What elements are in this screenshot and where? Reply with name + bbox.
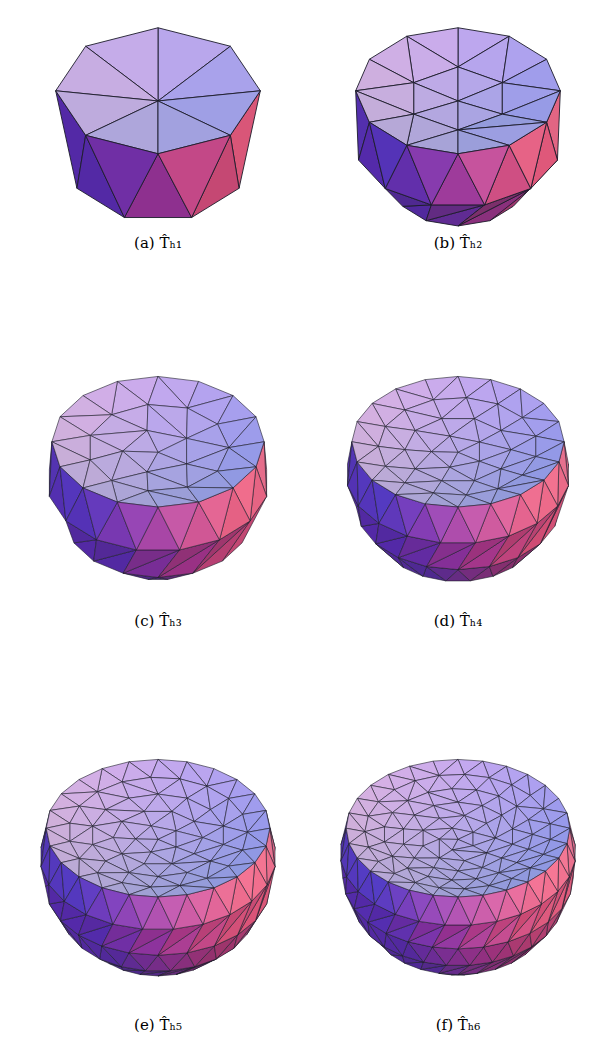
mesh-figure [41,759,275,976]
mesh-triangle [558,858,569,891]
mesh-triangle [187,471,233,488]
mesh-triangle [432,947,458,965]
mesh-triangle [151,759,180,778]
mesh-triangle [70,806,93,826]
subfigure-caption: (e) T̂ₕ₅ [48,1016,268,1034]
mesh-triangle [439,759,464,775]
mesh-triangle [458,504,491,543]
mesh-triangle [408,858,434,868]
mesh-triangle [97,861,128,873]
mesh-triangle [129,929,174,953]
mesh-triangle [431,436,458,452]
mesh-triangle [415,452,450,469]
mesh-figure [356,28,561,226]
mesh-triangle [404,830,423,846]
mesh-triangle [60,396,112,417]
mesh-triangle [123,430,158,452]
mesh-triangle [86,135,158,217]
mesh-triangle [158,135,230,217]
mesh-triangle [74,540,97,561]
mesh-triangle [41,846,50,885]
mesh-triangle [122,839,151,854]
mesh-triangle [158,953,187,971]
mesh-triangle [113,821,135,839]
mesh-triangle [404,815,423,830]
mesh-figure [348,376,569,580]
subfigure-caption: (c) T̂ₕ₃ [48,612,268,630]
mesh-triangle [102,888,129,924]
mesh-triangle [433,895,458,925]
mesh-triangle [414,846,439,858]
mesh-figure [56,28,261,218]
mesh-triangle [106,798,145,811]
mesh-triangle [123,550,179,573]
mesh-triangle [442,398,475,419]
mesh-triangle [433,481,466,495]
mesh-triangle [129,895,158,929]
mesh-triangle [458,895,483,925]
mesh-triangle [347,858,358,891]
mesh-triangle [148,376,187,408]
mesh-triangle [458,947,484,965]
mesh-triangle [558,462,569,506]
mesh-triangle [452,871,476,880]
mesh-triangle [442,467,475,481]
mesh-triangle [425,504,458,543]
mesh-triangle [507,882,528,914]
mesh-triangle [117,502,158,550]
mesh-triangle [140,971,171,975]
mesh-triangle [378,790,407,802]
mesh-figure [341,759,575,974]
subfigure-caption: (f) T̂ₕ₆ [348,1016,568,1034]
mesh-triangle [396,483,434,495]
mesh-triangle [207,866,237,878]
mesh-triangle [266,846,275,885]
subfigure-caption: (d) T̂ₕ₄ [348,612,568,630]
mesh-triangle [405,469,442,483]
mesh-triangle [83,488,117,540]
mesh-triangle [405,431,432,452]
mesh-triangle [144,852,172,864]
mesh-triangle [491,495,521,536]
mesh-triangle [426,205,485,221]
mesh-triangle [369,122,406,188]
mesh-figure [49,376,266,579]
mesh-triangle [144,794,172,811]
mesh-triangle [384,813,403,829]
mesh-triangle [433,376,466,399]
mesh-triangle [385,450,415,469]
mesh-triangle [458,145,509,205]
mesh-triangle [409,890,433,921]
mesh-triangle [136,826,158,840]
mesh-triangle [187,487,233,502]
subfigure-caption: (a) T̂ₕ₁ [48,234,268,252]
mesh-triangle [129,953,158,971]
mesh-triangle [432,925,471,947]
mesh-triangle [452,774,476,790]
mesh-triangle [439,828,458,839]
mesh-triangle [61,780,97,794]
mesh-triangle [158,502,199,550]
mesh-triangle [407,145,458,205]
mesh-triangle [348,462,359,506]
mesh-triangle [388,874,415,883]
mesh-triangle [483,890,507,921]
mesh-triangle [427,543,476,567]
mesh-triangle [378,426,405,449]
mesh-triangle [439,965,470,973]
subfigure-caption: (b) T̂ₕ₂ [348,234,568,252]
mesh-triangle [392,844,414,858]
mesh-triangle [439,880,464,889]
mesh-triangle [158,895,187,929]
mesh-triangle [384,829,403,844]
